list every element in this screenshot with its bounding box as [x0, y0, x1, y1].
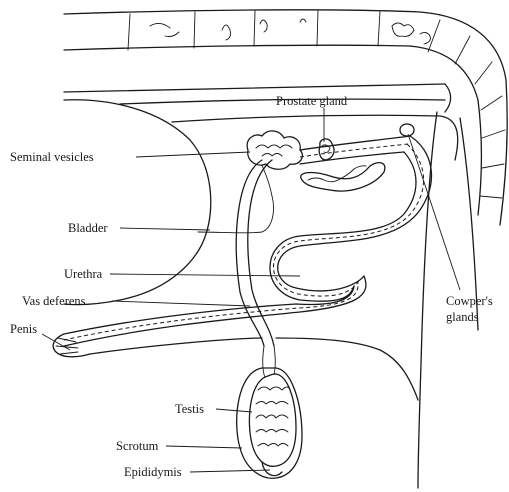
label-vas-deferens: Vas deferens [22, 294, 86, 308]
label-seminal-vesicles: Seminal vesicles [10, 150, 94, 164]
label-penis: Penis [10, 322, 37, 336]
label-bladder: Bladder [68, 221, 108, 235]
testis [249, 374, 296, 466]
label-urethra: Urethra [64, 267, 103, 281]
label-cowpers: Cowper's [446, 294, 493, 308]
vertebral-column [64, 10, 507, 225]
seminal-vesicles [247, 131, 302, 169]
label-glands: glands [446, 310, 479, 324]
cowpers-glands [400, 124, 414, 136]
prostate-gland [319, 139, 334, 160]
label-testis: Testis [175, 402, 204, 416]
label-prostate-gland: Prostate gland [276, 94, 348, 108]
label-scrotum: Scrotum [116, 439, 159, 453]
penis [53, 334, 418, 400]
label-epididymis: Epididymis [124, 465, 182, 479]
